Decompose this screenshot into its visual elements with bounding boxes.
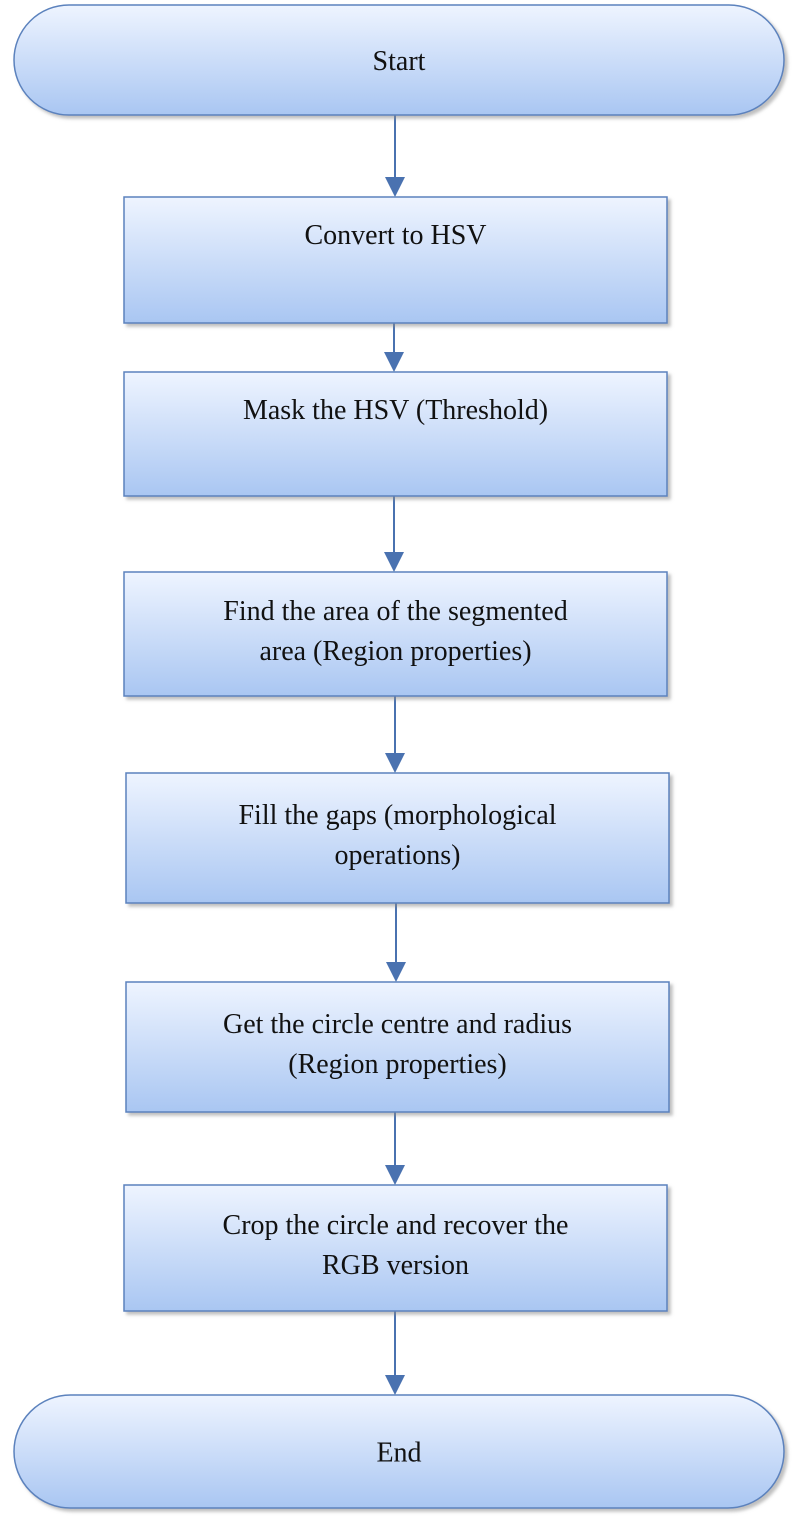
arrow-head: [385, 1375, 405, 1395]
arrow-circle-to-crop: [385, 1112, 405, 1185]
arrow-head: [386, 962, 406, 982]
arrow-head: [384, 352, 404, 372]
node-label-circle-line-1: Get the circle centre and radius: [223, 1009, 572, 1040]
arrow-head: [384, 552, 404, 572]
node-fill: Fill the gaps (morphological operations): [125, 772, 670, 904]
terminal-shape-start: [13, 4, 785, 116]
terminal-shape-end: [13, 1394, 785, 1509]
arrow-head: [385, 753, 405, 773]
arrow-start-to-convert: [385, 115, 405, 197]
node-label-mask-line-1: Mask the HSV (Threshold): [243, 395, 548, 426]
arrow-fill-to-circle: [386, 903, 406, 982]
arrow-head: [385, 1165, 405, 1185]
node-label-crop-line-2: RGB version: [322, 1250, 469, 1281]
edges-layer: [384, 115, 406, 1395]
process-box-convert: [123, 196, 668, 324]
process-box-area: [123, 571, 668, 697]
arrow-convert-to-mask: [384, 323, 404, 372]
node-label-start-line-1: Start: [373, 46, 426, 77]
process-box-mask: [123, 371, 668, 497]
node-label-fill-line-1: Fill the gaps (morphological: [238, 800, 556, 831]
node-circle: Get the circle centre and radius (Region …: [125, 981, 670, 1113]
node-label-fill-line-2: operations): [335, 840, 461, 871]
process-box-crop: [123, 1184, 668, 1312]
arrow-area-to-fill: [385, 696, 405, 773]
node-label-convert-line-1: Convert to HSV: [305, 220, 487, 251]
node-area: Find the area of the segmented area (Regi…: [123, 571, 668, 697]
node-convert: Convert to HSV: [123, 196, 668, 324]
node-label-area-line-2: area (Region properties): [259, 636, 531, 667]
node-label-circle-line-2: (Region properties): [288, 1049, 507, 1080]
node-label-area-line-1: Find the area of the segmented: [223, 596, 567, 627]
node-mask: Mask the HSV (Threshold): [123, 371, 668, 497]
arrow-crop-to-end: [385, 1311, 405, 1395]
node-label-crop-line-1: Crop the circle and recover the: [223, 1210, 569, 1241]
arrow-mask-to-area: [384, 496, 404, 572]
node-end: End: [13, 1394, 785, 1509]
node-start: Start: [13, 4, 785, 116]
process-box-fill: [125, 772, 670, 904]
process-box-circle: [125, 981, 670, 1113]
arrow-head: [385, 177, 405, 197]
node-label-end-line-1: End: [376, 1438, 421, 1469]
